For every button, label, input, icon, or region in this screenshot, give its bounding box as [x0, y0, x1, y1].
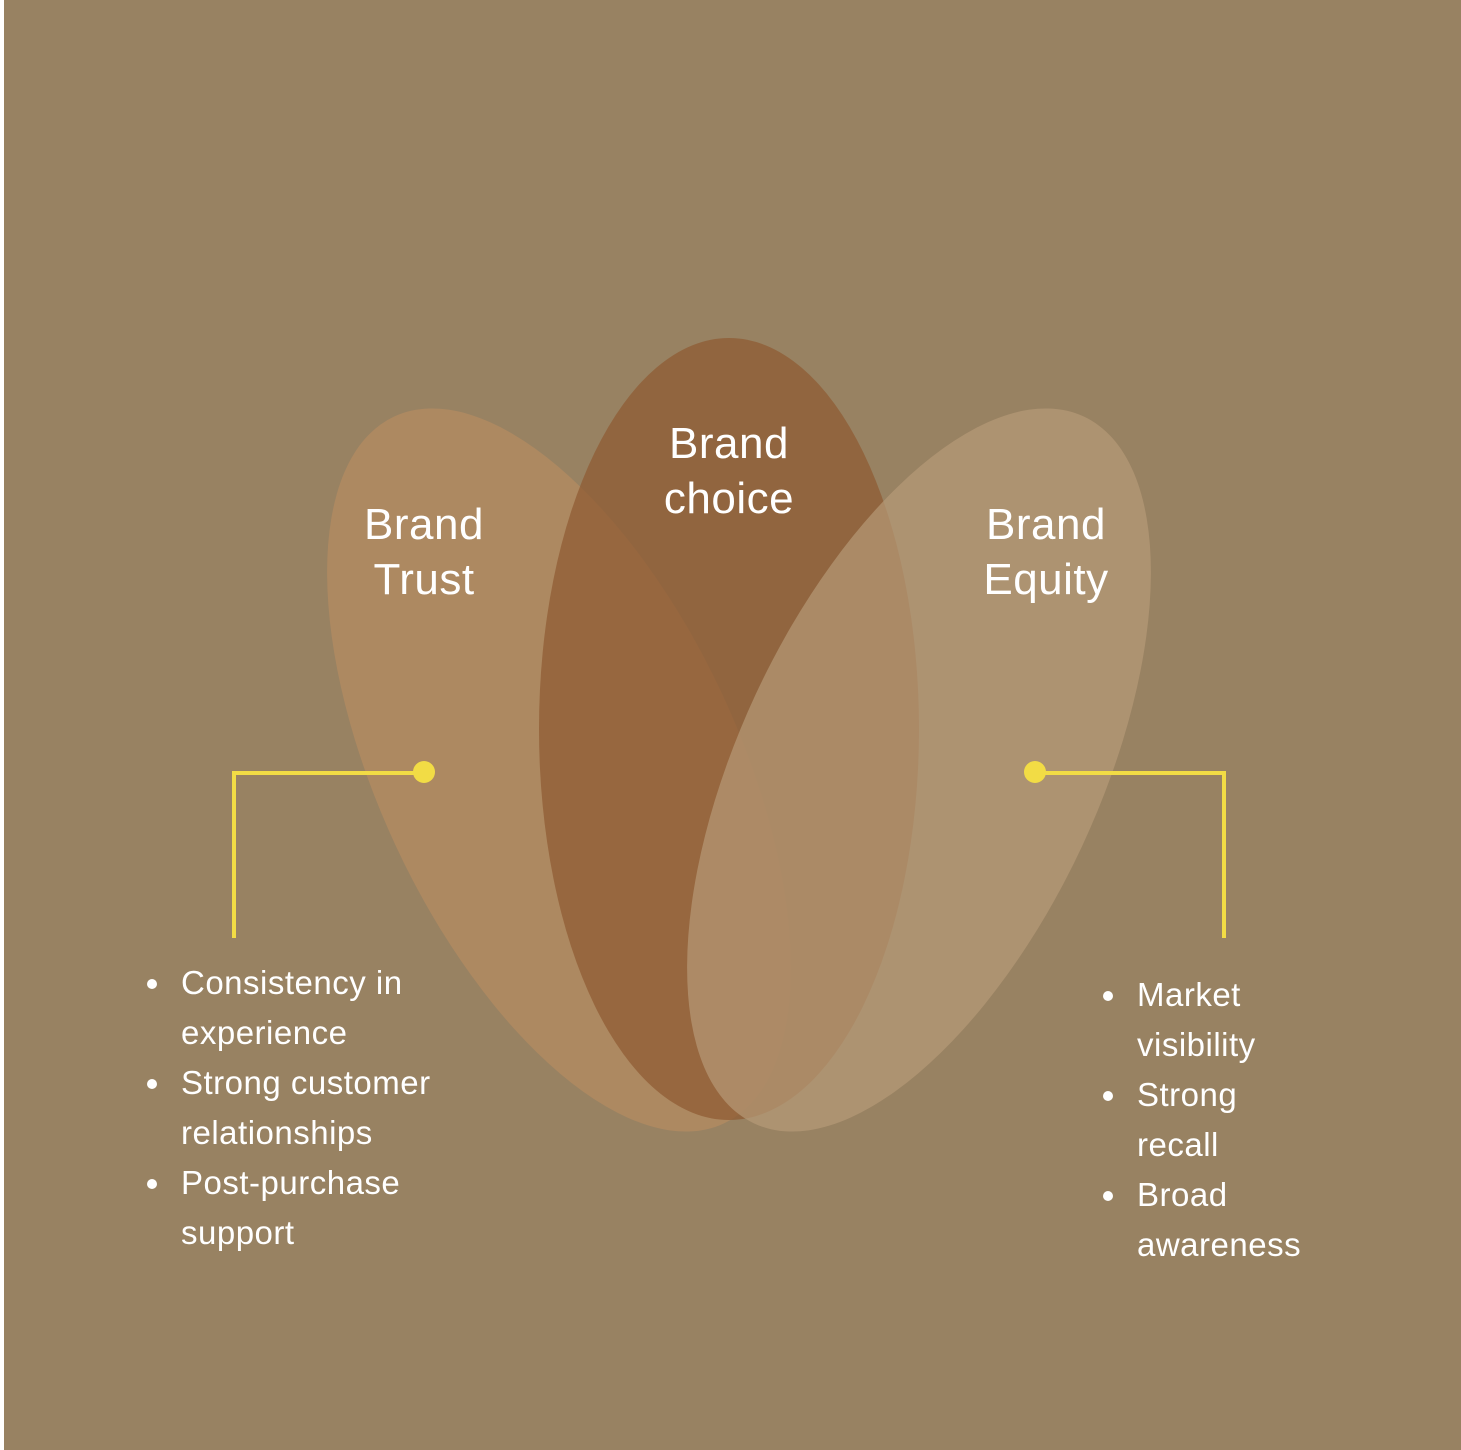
- brand-equity-label-line2: Equity: [983, 555, 1109, 604]
- list-item-line1: Consistency in: [181, 964, 403, 1001]
- list-item-line1: Post-purchase: [181, 1164, 401, 1201]
- brand-choice-label: Brand choice: [629, 416, 829, 526]
- trust-connector-line: [232, 771, 424, 938]
- list-item: Strong customer relationships: [147, 1058, 487, 1158]
- list-item: Strong recall: [1103, 1070, 1333, 1170]
- equity-connector-line: [1035, 771, 1226, 938]
- list-item-line1: Strong: [1137, 1076, 1238, 1113]
- list-item-line2: experience: [181, 1014, 348, 1051]
- list-item-line2: support: [181, 1214, 295, 1251]
- brand-equity-petal: [687, 408, 1151, 1132]
- list-item: Post-purchase support: [147, 1158, 487, 1258]
- brand-equity-points: Market visibility Strong recall Broad aw…: [1103, 970, 1333, 1270]
- brand-trust-points: Consistency in experience Strong custome…: [147, 958, 487, 1258]
- brand-choice-label-line2: choice: [663, 474, 795, 523]
- brand-trust-label-line1: Brand: [364, 500, 484, 549]
- list-item: Broad awareness: [1103, 1170, 1333, 1270]
- list-item-line2: awareness: [1137, 1226, 1302, 1263]
- list-item-line1: Market: [1137, 976, 1241, 1013]
- brand-equity-label-line1: Brand: [986, 500, 1106, 549]
- list-item: Market visibility: [1103, 970, 1333, 1070]
- brand-trust-label-line2: Trust: [373, 555, 475, 604]
- brand-equity-label: Brand Equity: [946, 497, 1146, 607]
- list-item-line2: recall: [1137, 1126, 1219, 1163]
- list-item-line1: Strong customer: [181, 1064, 431, 1101]
- list-item-line2: visibility: [1137, 1026, 1256, 1063]
- list-item-line2: relationships: [181, 1114, 373, 1151]
- list-item: Consistency in experience: [147, 958, 487, 1058]
- brand-choice-label-line1: Brand: [669, 419, 789, 468]
- trust-connector-dot: [413, 761, 435, 783]
- list-item-line1: Broad: [1137, 1176, 1228, 1213]
- brand-trust-label: Brand Trust: [324, 497, 524, 607]
- equity-connector-dot: [1024, 761, 1046, 783]
